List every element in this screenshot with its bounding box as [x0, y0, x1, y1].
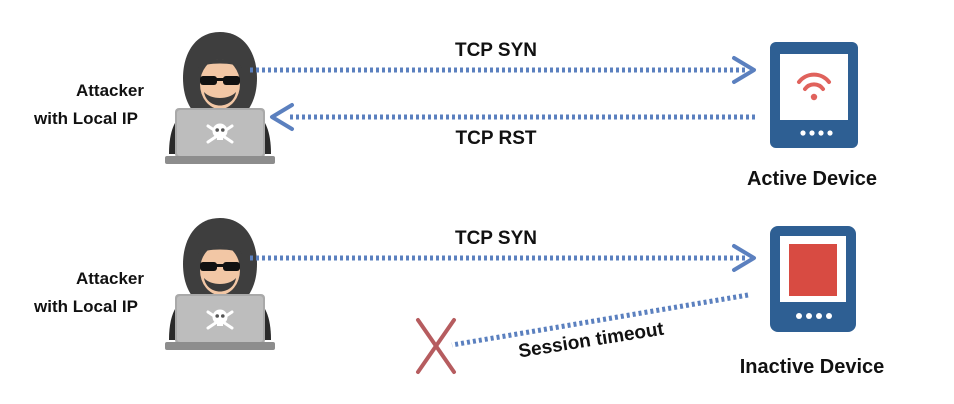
tcp-syn-label: TCP SYN — [455, 228, 537, 249]
session-timeout-label: Session timeout — [517, 319, 666, 363]
attacker-label-line2: with Local IP — [33, 109, 138, 128]
timeout-path — [451, 292, 749, 348]
inactive-device-label: Inactive Device — [740, 356, 885, 378]
active-device-icon — [770, 42, 858, 148]
tcp-rst-label: TCP RST — [456, 128, 537, 149]
attacker-icon — [163, 216, 277, 352]
active-scenario: Attacker with Local IP TCP SYN TCP RST — [33, 30, 877, 190]
tcp-rst-arrow — [270, 103, 755, 131]
tcp-syn-arrow — [250, 244, 756, 272]
inactive-device-icon — [770, 226, 856, 332]
active-device-label: Active Device — [747, 168, 877, 190]
red-cross-icon — [416, 318, 456, 374]
wifi-icon — [797, 72, 831, 101]
attacker-label-line1: Attacker — [76, 269, 144, 288]
tcp-syn-arrow — [250, 56, 756, 84]
attacker-icon — [163, 30, 277, 166]
attacker-label-line1: Attacker — [76, 81, 144, 100]
attacker-label-line2: with Local IP — [33, 297, 138, 316]
tcp-syn-label: TCP SYN — [455, 40, 537, 61]
inactive-scenario: Attacker with Local IP TCP SYN Session t… — [33, 216, 885, 378]
